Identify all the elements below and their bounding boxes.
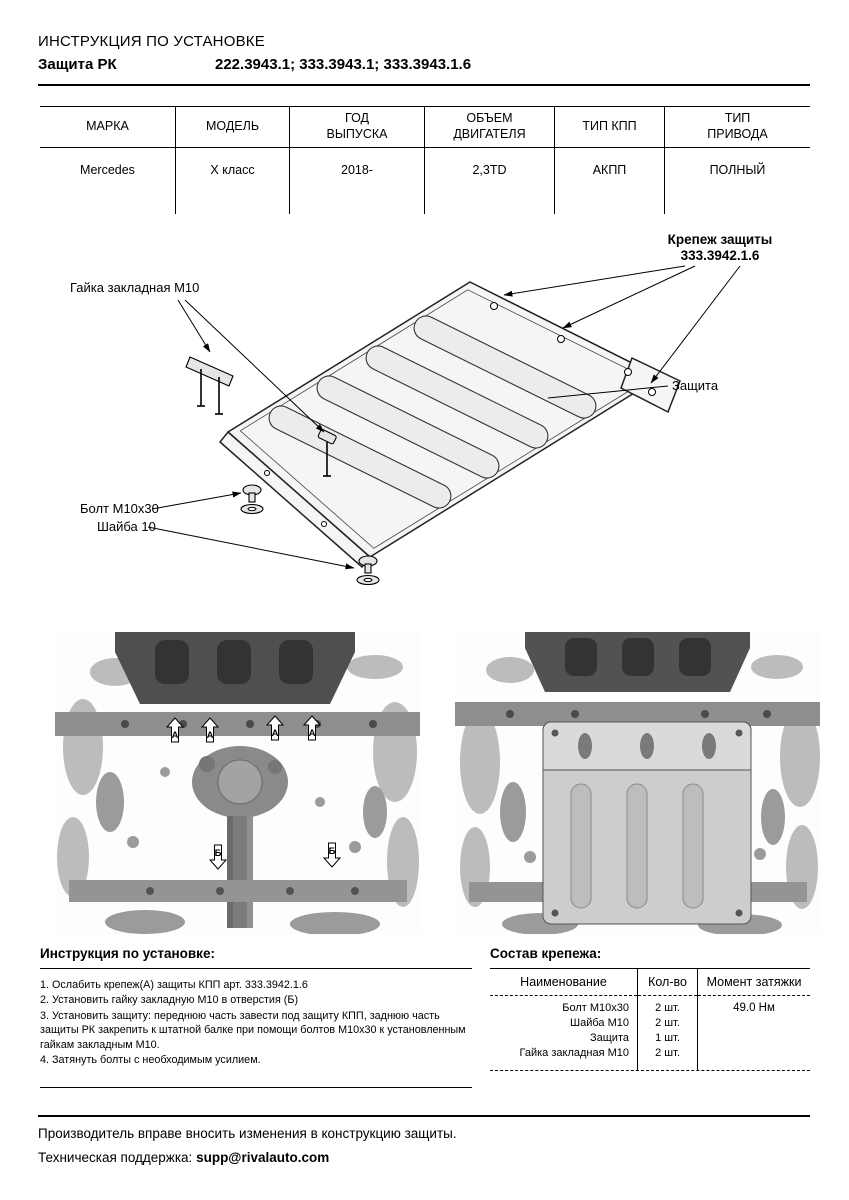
spec-header-model: МОДЕЛЬ	[176, 107, 290, 147]
photo-before-install: А А А А Б Б	[55, 632, 420, 934]
marker-a: А	[200, 717, 220, 743]
marker-b: Б	[208, 844, 228, 870]
spec-header-drive: ТИП ПРИВОДА	[707, 111, 768, 141]
support-line: Техническая поддержка: supp@rivalauto.co…	[38, 1150, 329, 1165]
photo-before-install-image: А А А А Б Б	[55, 632, 420, 934]
hardware-item-qty: 2 шт.	[655, 1017, 680, 1029]
hardware-header-qty: Кол-во	[638, 969, 697, 996]
spec-value-brand: Mercedes	[40, 148, 176, 214]
spec-header-engine: ОБЪЕМ ДВИГАТЕЛЯ	[425, 107, 555, 147]
fastener-kit-label: Крепеж защиты	[668, 232, 773, 247]
manufacturer-note: Производитель вправе вносить изменения в…	[38, 1126, 457, 1141]
exploded-diagram: Крепеж защиты 333.3942.1.6 Гайка закладн…	[40, 218, 810, 616]
instructions-heading: Инструкция по установке:	[40, 946, 472, 969]
svg-text:А: А	[309, 728, 316, 739]
hardware-column-qty: Кол-во 2 шт. 2 шт. 1 шт. 2 шт.	[638, 969, 698, 1070]
product-name: Защита РК	[38, 56, 117, 73]
spec-header-gearbox: ТИП КПП	[555, 107, 665, 147]
spec-table-data-row: Mercedes X класс 2018- 2,3TD АКПП ПОЛНЫЙ	[40, 148, 810, 214]
spec-table: МАРКА МОДЕЛЬ ГОД ВЫПУСКА ОБЪЕМ ДВИГАТЕЛЯ…	[40, 106, 810, 214]
instruction-step: 3. Установить защиту: переднюю часть зав…	[40, 1009, 466, 1051]
hardware-block: Состав крепежа: Наименование Болт М10х30…	[490, 946, 810, 1071]
leader-lines	[147, 265, 741, 570]
installed-shield	[542, 721, 752, 925]
hardware-item-name: Защита	[590, 1032, 629, 1044]
spec-table-header-row: МАРКА МОДЕЛЬ ГОД ВЫПУСКА ОБЪЕМ ДВИГАТЕЛЯ…	[40, 106, 810, 148]
instruction-step: 1. Ослабить крепеж(А) защиты КПП арт. 33…	[40, 979, 308, 991]
torque-value: 49.0 Нм	[733, 1002, 775, 1014]
spec-header-year: ГОД ВЫПУСКА	[290, 107, 425, 147]
hardware-item-name: Гайка закладная М10	[519, 1047, 629, 1059]
marker-a: А	[165, 717, 185, 743]
sliding-nut-on-plate	[317, 429, 337, 477]
marker-a: А	[302, 715, 322, 741]
fastener-kit-article: 333.3942.1.6	[681, 248, 760, 263]
bolt-washer-1	[240, 484, 264, 515]
instruction-step: 2. Установить гайку закладную М10 в отве…	[40, 994, 299, 1007]
install-instructions-block: Инструкция по установке: 1. Ослабить кре…	[40, 946, 472, 1088]
spec-value-engine: 2,3TD	[425, 148, 555, 214]
hardware-column-torque: Момент затяжки 49.0 Нм	[698, 969, 810, 1070]
shield-drawing: Крепеж защиты 333.3942.1.6 Гайка закладн…	[70, 232, 773, 586]
washer-label: Шайба 10	[97, 519, 156, 534]
support-email: supp@rivalauto.com	[196, 1150, 330, 1165]
hardware-grid: Наименование Болт М10х30 Шайба М10 Защит…	[490, 969, 810, 1071]
support-label: Техническая поддержка:	[38, 1150, 193, 1165]
spec-value-model: X класс	[176, 148, 290, 214]
svg-text:А: А	[207, 730, 214, 741]
spec-header-brand: МАРКА	[40, 107, 176, 147]
svg-text:А: А	[272, 728, 279, 739]
instructions-steps: 1. Ослабить крепеж(А) защиты КПП арт. 33…	[40, 969, 472, 1068]
shield-plate	[218, 281, 681, 569]
footer-divider	[38, 1115, 810, 1117]
product-articles: 222.3943.1; 333.3943.1; 333.3943.1.6	[215, 56, 472, 73]
spec-value-drive: ПОЛНЫЙ	[709, 163, 766, 177]
hardware-column-name: Наименование Болт М10х30 Шайба М10 Защит…	[490, 969, 638, 1070]
hardware-heading: Состав крепежа:	[490, 946, 810, 969]
sliding-nut-bracket	[185, 356, 234, 415]
hardware-item-qty: 2 шт.	[655, 1047, 680, 1059]
photo-after-install	[455, 632, 820, 934]
header-divider	[38, 84, 810, 86]
svg-text:А: А	[172, 730, 179, 741]
svg-text:Б: Б	[215, 848, 222, 859]
hardware-item-qty: 1 шт.	[655, 1032, 680, 1044]
instruction-step: 4. Затянуть болты с необходимым усилием.	[40, 1054, 261, 1067]
shield-label: Защита	[672, 378, 719, 393]
bolt-label: Болт М10х30	[80, 501, 159, 516]
spec-value-year: 2018-	[290, 148, 425, 214]
marker-a: А	[265, 715, 285, 741]
hardware-item-qty: 2 шт.	[655, 1002, 680, 1014]
hardware-item-name: Болт М10х30	[562, 1002, 629, 1014]
hardware-item-name: Шайба М10	[570, 1017, 629, 1029]
svg-text:Б: Б	[329, 846, 336, 857]
plate-ribs	[268, 315, 597, 509]
marker-b: Б	[322, 842, 342, 868]
hardware-header-torque: Момент затяжки	[698, 969, 810, 996]
bolt-washer-2	[356, 555, 380, 586]
spec-value-gearbox: АКПП	[555, 148, 665, 214]
product-row: Защита РК 222.3943.1; 333.3943.1; 333.39…	[38, 56, 471, 73]
sliding-nut-label: Гайка закладная М10	[70, 280, 199, 295]
photo-after-install-image	[455, 632, 820, 934]
doc-title: ИНСТРУКЦИЯ ПО УСТАНОВКЕ	[38, 33, 265, 50]
hardware-header-name: Наименование	[490, 969, 637, 996]
